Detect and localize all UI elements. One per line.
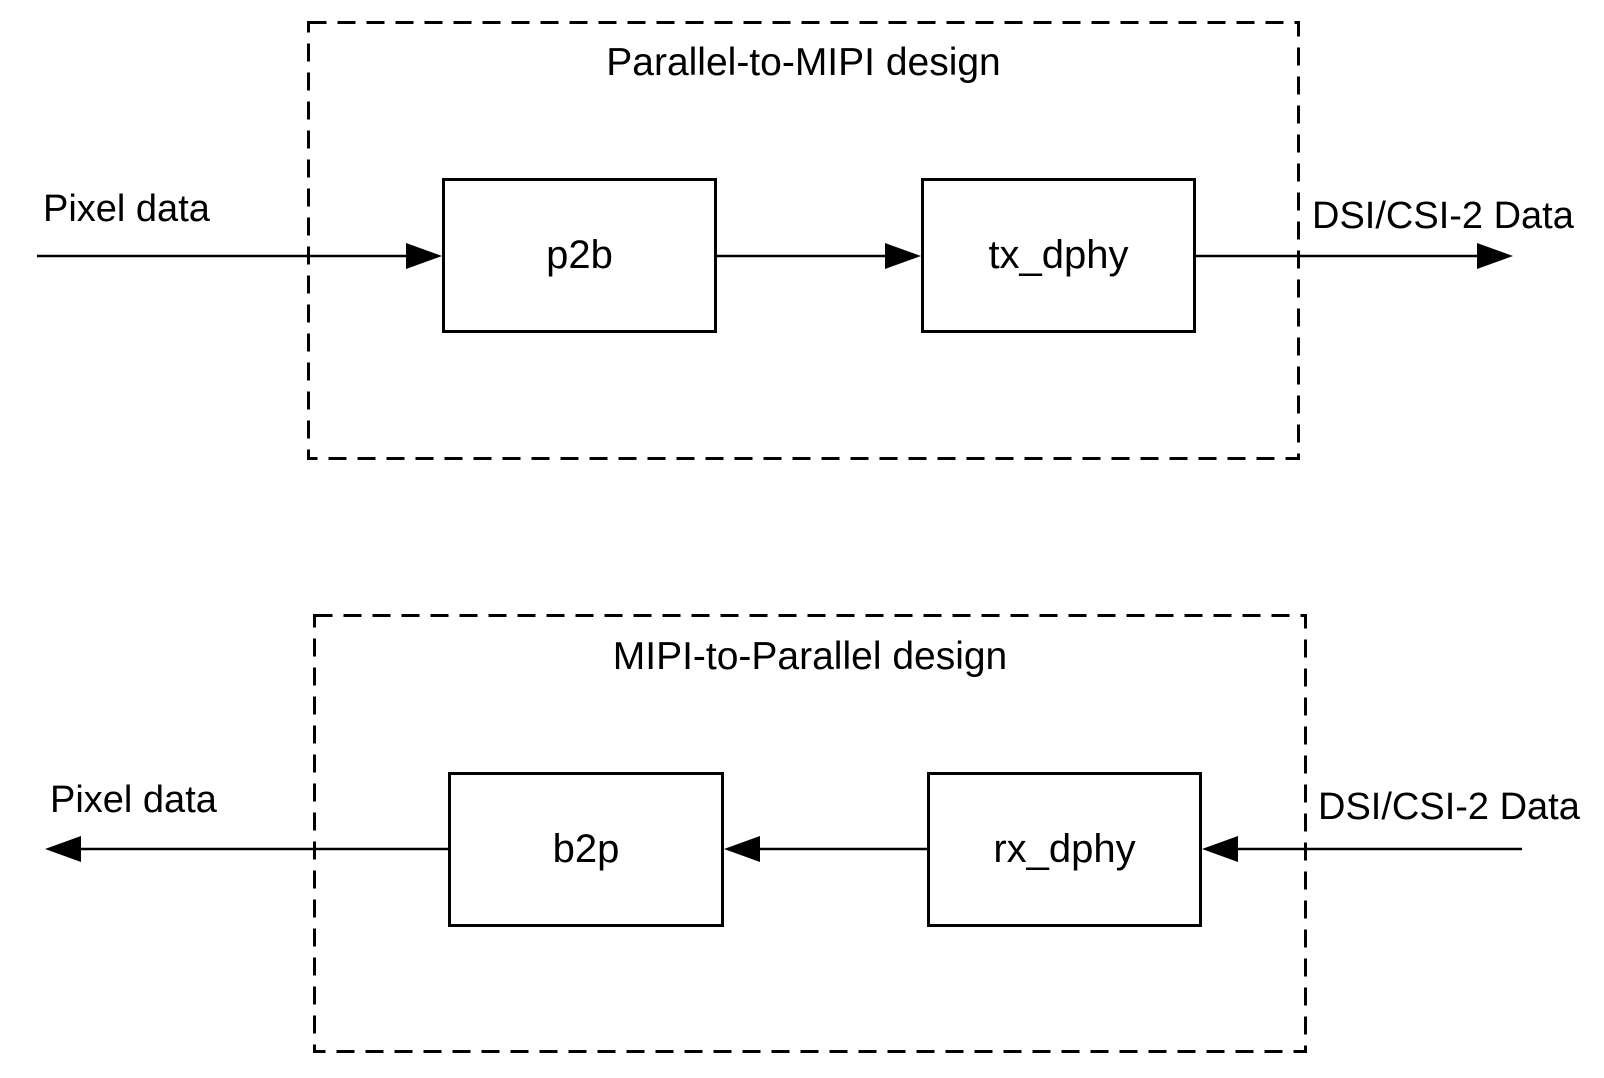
pixel-data-output-arrow <box>45 836 448 862</box>
block-b2p: b2p <box>448 772 724 927</box>
arrowhead-left-icon <box>724 836 760 862</box>
block-p2b-label: p2b <box>546 233 613 277</box>
top-output-label: DSI/CSI-2 Data <box>1312 195 1574 237</box>
rxdphy-to-b2p-arrow <box>724 836 927 862</box>
arrowhead-right-icon <box>885 243 921 269</box>
block-b2p-label: b2p <box>552 827 620 871</box>
bottom-output-label: Pixel data <box>50 779 217 821</box>
pixel-data-input-arrow <box>37 243 442 269</box>
dsi-csi2-output-arrow <box>1196 243 1513 269</box>
arrowhead-right-icon <box>1477 243 1513 269</box>
dsi-csi2-input-arrow <box>1202 836 1522 862</box>
block-tx-dphy: tx_dphy <box>921 178 1196 333</box>
bottom-design-dashed-outline <box>313 614 1307 1053</box>
top-design-title: Parallel-to-MIPI design <box>606 41 1001 84</box>
top-design-dashed-outline <box>307 21 1300 460</box>
block-rx-dphy-label: rx_dphy <box>993 827 1136 871</box>
block-p2b: p2b <box>442 178 717 333</box>
bottom-design-title: MIPI-to-Parallel design <box>612 635 1008 678</box>
bottom-input-label: DSI/CSI-2 Data <box>1318 786 1580 828</box>
block-rx-dphy: rx_dphy <box>927 772 1202 927</box>
top-input-label: Pixel data <box>43 188 210 230</box>
arrowhead-left-icon <box>45 836 81 862</box>
block-tx-dphy-label: tx_dphy <box>988 233 1129 277</box>
p2b-to-txdphy-arrow <box>717 243 921 269</box>
arrowhead-left-icon <box>1202 836 1238 862</box>
arrowhead-right-icon <box>406 243 442 269</box>
